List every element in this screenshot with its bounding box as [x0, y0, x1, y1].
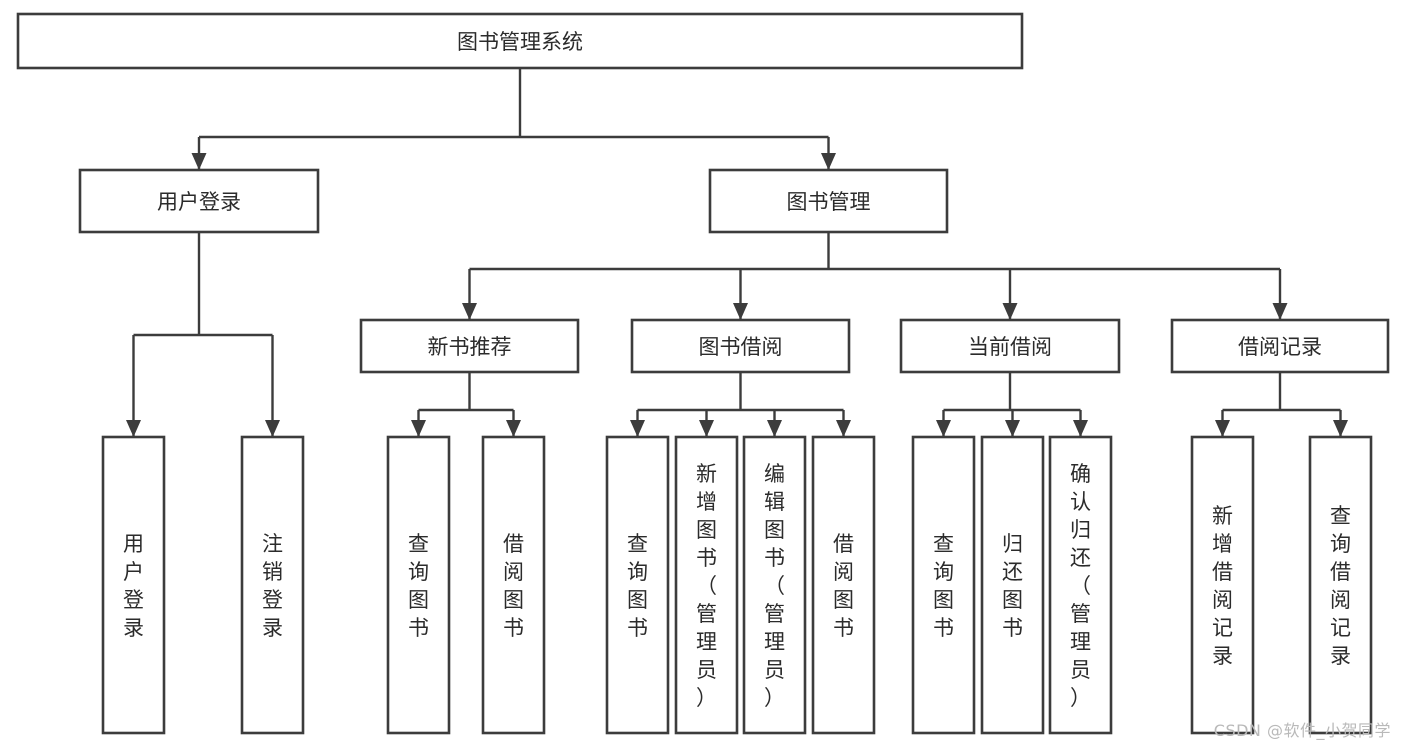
node-leaf-user-login[interactable]: 用户登录: [101, 435, 166, 735]
node-leaf-query-book-3-box[interactable]: [911, 435, 976, 735]
node-leaf-confirm-return-admin-box[interactable]: [1048, 435, 1113, 735]
arrow-head-icon: [411, 420, 426, 437]
node-book-borrow-box[interactable]: [630, 318, 851, 374]
arrow-head-icon: [1005, 420, 1020, 437]
node-leaf-user-login-box[interactable]: [101, 435, 166, 735]
node-book-management[interactable]: 图书管理: [708, 168, 949, 234]
node-leaf-add-book-admin[interactable]: 新增图书（管理员）: [674, 435, 739, 735]
node-borrow-record[interactable]: 借阅记录: [1170, 318, 1390, 374]
arrow-head-icon: [1333, 420, 1348, 437]
node-book-management-box[interactable]: [708, 168, 949, 234]
node-root-library-system[interactable]: 图书管理系统: [16, 12, 1024, 70]
node-leaf-borrow-book-2[interactable]: 借阅图书: [811, 435, 876, 735]
arrow-head-icon: [1002, 303, 1018, 320]
node-leaf-query-book-1-label: 查询图书: [408, 532, 429, 640]
node-leaf-borrow-book-1-box[interactable]: [481, 435, 546, 735]
arrow-head-icon: [699, 420, 714, 437]
arrow-head-icon: [265, 420, 280, 437]
node-new-book-recommend-label: 新书推荐: [428, 335, 512, 359]
node-leaf-query-book-3[interactable]: 查询图书: [911, 435, 976, 735]
node-leaf-user-login-label: 用户登录: [123, 532, 144, 640]
arrow-head-icon: [191, 153, 207, 170]
arrow-head-icon: [126, 420, 141, 437]
node-leaf-borrow-book-2-label: 借阅图书: [833, 532, 854, 640]
node-root-library-system-box[interactable]: [16, 12, 1024, 70]
node-new-book-recommend[interactable]: 新书推荐: [359, 318, 580, 374]
arrow-head-icon: [1073, 420, 1088, 437]
arrow-head-icon: [936, 420, 951, 437]
node-leaf-borrow-book-1[interactable]: 借阅图书: [481, 435, 546, 735]
node-leaf-logout-label: 注销登录: [262, 532, 283, 640]
node-leaf-query-borrow-record[interactable]: 查询借阅记录: [1308, 435, 1373, 735]
node-leaf-confirm-return-admin[interactable]: 确认归还（管理员）: [1048, 435, 1113, 735]
arrow-head-icon: [630, 420, 645, 437]
node-leaf-query-book-2-box[interactable]: [605, 435, 670, 735]
arrow-head-icon: [733, 303, 748, 320]
node-root-library-system-label: 图书管理系统: [457, 30, 583, 54]
node-leaf-add-borrow-record[interactable]: 新增借阅记录: [1190, 435, 1255, 735]
node-leaf-confirm-return-admin-label: 确认归还（管理员）: [1070, 462, 1091, 710]
node-leaf-query-book-3-label: 查询图书: [933, 532, 954, 640]
node-leaf-return-book[interactable]: 归还图书: [980, 435, 1045, 735]
node-leaf-borrow-book-1-label: 借阅图书: [503, 532, 524, 640]
arrow-head-icon: [462, 303, 477, 320]
arrow-head-icon: [836, 420, 851, 437]
node-leaf-borrow-book-2-box[interactable]: [811, 435, 876, 735]
node-user-login-label: 用户登录: [157, 190, 241, 214]
arrow-head-icon: [506, 420, 521, 437]
node-leaf-add-borrow-record-box[interactable]: [1190, 435, 1255, 735]
node-leaf-logout[interactable]: 注销登录: [240, 435, 305, 735]
node-leaf-edit-book-admin-box[interactable]: [742, 435, 807, 735]
node-leaf-logout-box[interactable]: [240, 435, 305, 735]
arrow-head-icon: [767, 420, 782, 437]
node-user-login[interactable]: 用户登录: [78, 168, 320, 234]
node-borrow-record-label: 借阅记录: [1238, 335, 1322, 359]
node-current-borrow-label: 当前借阅: [968, 335, 1052, 359]
node-leaf-edit-book-admin-label: 编辑图书（管理员）: [764, 462, 785, 710]
node-current-borrow[interactable]: 当前借阅: [899, 318, 1121, 374]
arrow-head-icon: [821, 153, 836, 170]
node-leaf-query-book-2[interactable]: 查询图书: [605, 435, 670, 735]
node-leaf-query-book-1[interactable]: 查询图书: [386, 435, 451, 735]
node-book-management-label: 图书管理: [787, 190, 871, 214]
node-leaf-query-book-2-label: 查询图书: [627, 532, 648, 640]
node-borrow-record-box[interactable]: [1170, 318, 1390, 374]
node-leaf-return-book-box[interactable]: [980, 435, 1045, 735]
node-book-borrow-label: 图书借阅: [699, 335, 783, 359]
node-book-borrow[interactable]: 图书借阅: [630, 318, 851, 374]
arrow-head-icon: [1272, 303, 1288, 320]
arrow-head-icon: [1215, 420, 1230, 437]
node-leaf-query-book-1-box[interactable]: [386, 435, 451, 735]
node-leaf-query-borrow-record-box[interactable]: [1308, 435, 1373, 735]
node-leaf-return-book-label: 归还图书: [1002, 532, 1023, 640]
node-leaf-add-book-admin-label: 新增图书（管理员）: [696, 462, 717, 710]
node-current-borrow-box[interactable]: [899, 318, 1121, 374]
node-leaf-edit-book-admin[interactable]: 编辑图书（管理员）: [742, 435, 807, 735]
node-leaf-query-borrow-record-label: 查询借阅记录: [1330, 504, 1351, 668]
watermark-label: CSDN @软件_小贺同学: [1213, 721, 1391, 740]
node-leaf-add-book-admin-box[interactable]: [674, 435, 739, 735]
node-leaf-add-borrow-record-label: 新增借阅记录: [1212, 504, 1233, 668]
